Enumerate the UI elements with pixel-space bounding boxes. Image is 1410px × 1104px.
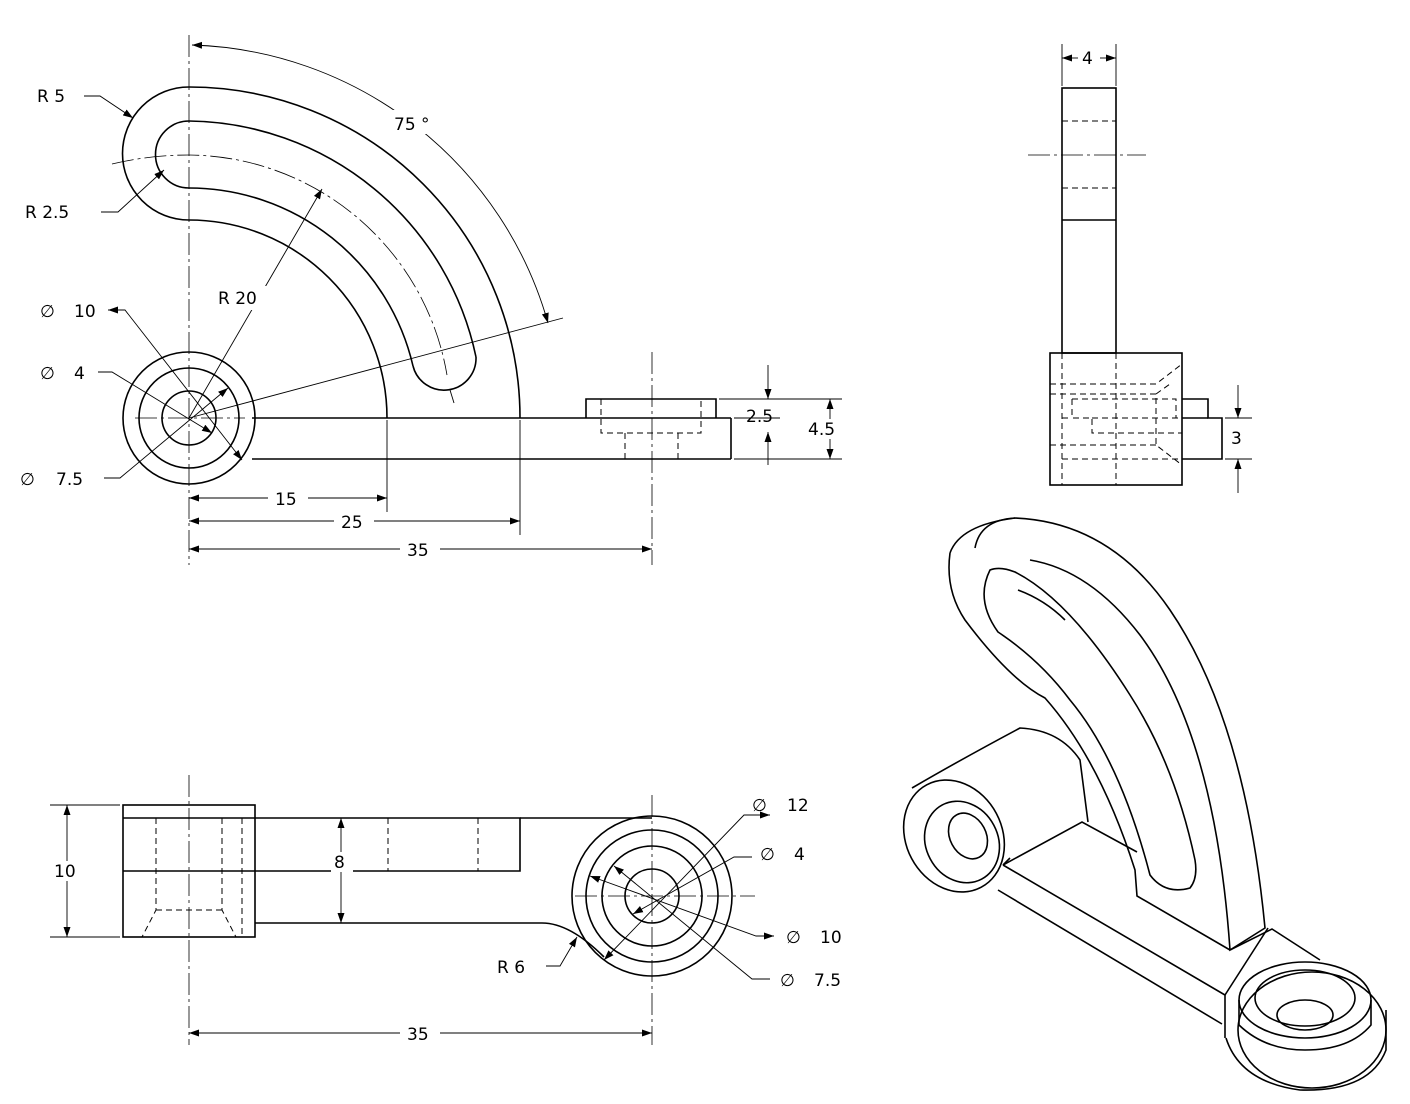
front-dim-35-label: 35 (407, 1025, 429, 1045)
front-dia12-symbol: ∅ (752, 796, 767, 816)
iso-arm-top-edge (974, 517, 1016, 549)
iso-boss-top-inner (1254, 969, 1356, 1027)
iso-hub-top-surface (911, 727, 1089, 823)
iso-arm-step (1229, 928, 1321, 961)
dim-10-bg (50, 861, 84, 881)
slot-left-cap (154, 120, 190, 189)
dim-15-bg (268, 488, 308, 508)
side-hub-hidden-walls (1061, 353, 1117, 485)
side-hidden-8 (1155, 383, 1171, 395)
side-hidden-7 (1062, 417, 1182, 460)
iso-hub-front-face (902, 779, 1006, 893)
dim-4-5-label: 4.5 (808, 420, 835, 440)
dia4-symbol: ∅ (40, 364, 55, 384)
front-arm-hidden-slot (387, 818, 479, 871)
iso-arm-top-front (1002, 864, 1226, 1038)
front-dia7-5-label: 7.5 (814, 971, 841, 991)
iso-boss-bore (1276, 999, 1334, 1031)
front-r6-leader (546, 936, 578, 967)
boss-hidden-hole (624, 433, 679, 459)
boss-hidden-bore (600, 399, 702, 434)
dim-3-label: 3 (1231, 429, 1242, 449)
iso-arm-top-back (1002, 821, 1138, 866)
iso-slot-inner-edge (1017, 589, 1066, 621)
dia7-5-leader (104, 387, 229, 479)
dia7-5-label: 7.5 (56, 470, 83, 490)
iso-boss-cylinder-wall (1238, 1000, 1372, 1051)
front-dia7-5-symbol: ∅ (780, 971, 795, 991)
side-hidden-5 (1072, 398, 1177, 418)
side-hidden-4 (1071, 399, 1182, 434)
dim-35-label: 35 (407, 541, 429, 561)
dia7-5-symbol: ∅ (20, 470, 35, 490)
front-hub-hidden-bore (141, 818, 237, 938)
iso-hub-counterbore (923, 800, 1001, 884)
boss-outline (585, 398, 717, 418)
dia10-symbol: ∅ (40, 302, 55, 322)
slot-inner (188, 187, 414, 367)
arc-end-cap (121, 86, 190, 221)
front-arm-lower-profile (255, 922, 605, 958)
dim-35-bg (400, 539, 440, 559)
iso-slot-outline (983, 567, 1197, 891)
slot-centerline (111, 154, 448, 376)
r20-label: R 20 (218, 289, 257, 309)
front-dia10-label: 10 (820, 928, 842, 948)
dim-8-bg (331, 852, 353, 872)
front-dia7-5-leader (613, 865, 770, 980)
front-view: 10 8 35 ∅ 12 ∅ 4 ∅ 10 ∅ 7.5 R 6 (50, 775, 842, 1045)
side-view: 4 3 (1028, 44, 1252, 493)
angle-75-dimension (191, 41, 549, 324)
dim-8-label: 8 (334, 853, 345, 873)
isometric-view (902, 517, 1387, 1091)
iso-boss-lower-wall (1225, 1010, 1387, 1091)
dia4-leader (98, 371, 213, 434)
side-arm-stub (1182, 398, 1223, 460)
dim-15-label: 15 (275, 490, 297, 510)
iso-curved-arm-outline (949, 517, 1266, 952)
iso-arm-step-edge (1224, 927, 1269, 996)
front-dia12-leader (603, 811, 770, 961)
front-r6-label: R 6 (497, 958, 525, 978)
front-dia10-leader (589, 875, 774, 940)
r20-label-bg (212, 286, 272, 310)
r2-5-leader (101, 169, 165, 213)
front-dia4-label: 4 (794, 845, 805, 865)
dim-2-5-label: 2.5 (746, 407, 773, 427)
iso-arm-bottom-front (997, 889, 1223, 1025)
dim-4-label: 4 (1082, 49, 1093, 69)
front-dia4-symbol: ∅ (760, 845, 775, 865)
dim-25-bg (334, 511, 374, 531)
arc-inner (188, 219, 388, 419)
slot-centerline-end (449, 389, 455, 404)
dia10-leader (108, 306, 243, 461)
slot-right-cap (412, 356, 477, 391)
dim-10-label: 10 (54, 862, 76, 882)
angle-75-label: 75 ° (394, 115, 430, 135)
iso-curved-arm-inner-outline (948, 552, 1231, 951)
r5-label: R 5 (37, 87, 65, 107)
side-hidden-2 (1050, 393, 1183, 466)
r2-5-label: R 2.5 (25, 203, 69, 223)
front-dia12-label: 12 (787, 796, 809, 816)
top-view: 75 ° R 20 R 5 R 2.5 ∅ 10 ∅ 4 ∅ 7.5 15 25 (20, 35, 845, 565)
angle-reference-line (188, 317, 564, 419)
front-dim-35-bg (400, 1023, 440, 1043)
arc-outer (188, 86, 521, 419)
dia4-label: 4 (74, 364, 85, 384)
side-hidden-1 (1050, 363, 1183, 385)
dia10-label: 10 (74, 302, 96, 322)
iso-hub-bore (947, 812, 989, 860)
dim-25-label: 25 (341, 513, 363, 533)
r5-leader (84, 95, 134, 119)
front-dia10-symbol: ∅ (786, 928, 801, 948)
dim-4-5-bg (805, 419, 845, 439)
angle-label-bg (384, 110, 440, 134)
